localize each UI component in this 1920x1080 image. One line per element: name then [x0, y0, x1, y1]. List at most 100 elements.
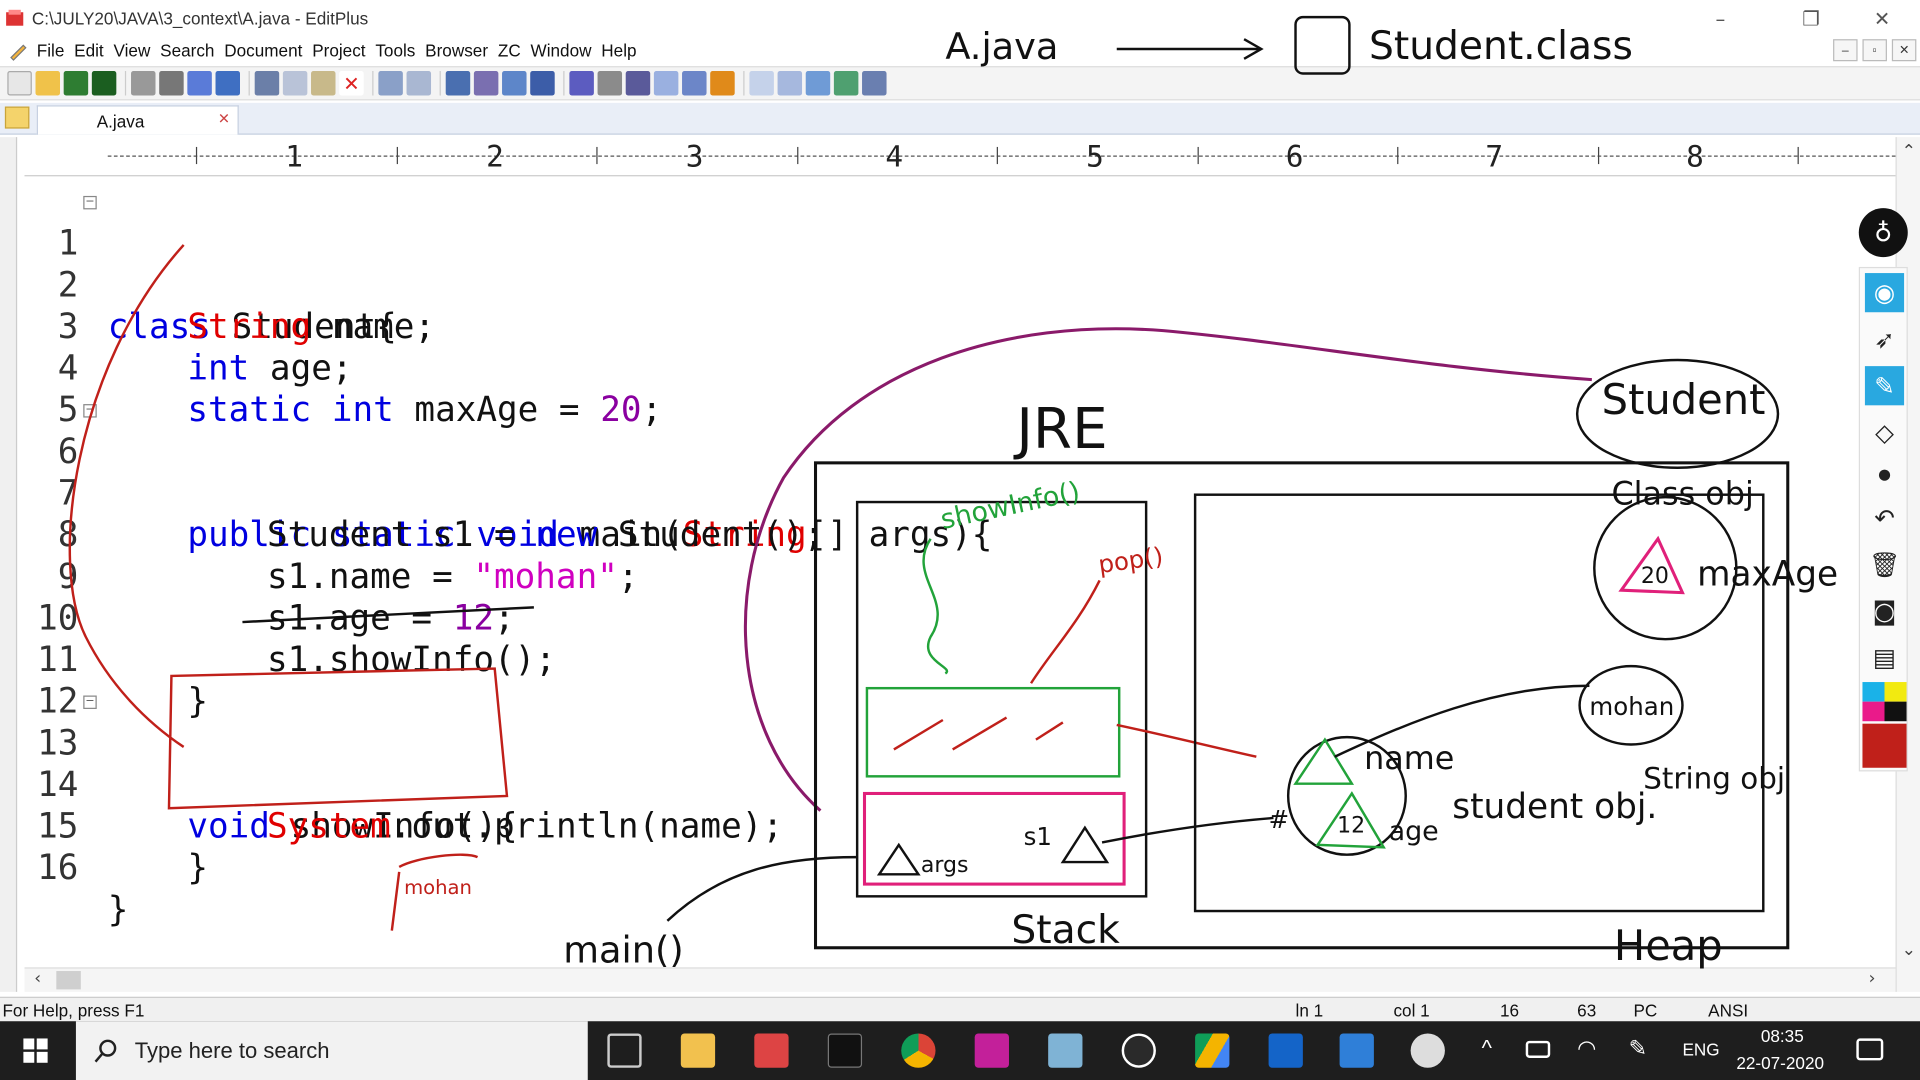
cursor-icon[interactable]: ➶: [1874, 324, 1895, 354]
font-icon[interactable]: [569, 71, 594, 96]
eraser-icon[interactable]: ◇: [1875, 417, 1894, 447]
menu-document[interactable]: Document: [224, 40, 303, 61]
mdi-close-button[interactable]: ✕: [1891, 39, 1917, 62]
google-drive-icon[interactable]: [1195, 1033, 1230, 1068]
editplus-taskbar-icon[interactable]: [754, 1033, 789, 1068]
save-icon[interactable]: [63, 71, 89, 96]
code-line: 3 int age;: [24, 264, 1738, 388]
goto-line-icon[interactable]: [530, 71, 555, 96]
taskbar-search[interactable]: Type here to search: [75, 1021, 588, 1080]
scroll-down-icon[interactable]: ⌄: [1901, 940, 1917, 961]
epic-pen-icon[interactable]: [1121, 1033, 1156, 1068]
find-in-files-icon[interactable]: [502, 71, 527, 96]
close-button[interactable]: ✕: [1873, 6, 1891, 31]
clipboard-icon[interactable]: ▤: [1872, 642, 1897, 673]
wifi-icon[interactable]: ◠: [1577, 1035, 1597, 1061]
file-explorer-icon[interactable]: [680, 1033, 716, 1068]
whiteboard-icon[interactable]: [1268, 1033, 1303, 1068]
color-swatch-magenta[interactable]: [1862, 701, 1885, 722]
scroll-thumb[interactable]: [56, 971, 81, 990]
camera-icon[interactable]: ◙: [1872, 596, 1897, 626]
mdi-restore-button[interactable]: ▫: [1862, 39, 1887, 62]
line-numbers-icon[interactable]: [653, 71, 679, 96]
tray-chevron-icon[interactable]: ^: [1481, 1035, 1492, 1061]
menu-file[interactable]: File: [36, 40, 65, 61]
notifications-icon[interactable]: [1856, 1038, 1884, 1061]
menu-edit[interactable]: Edit: [74, 40, 104, 61]
tab-a-java[interactable]: A.java ✕: [36, 105, 239, 135]
language-indicator[interactable]: ENG: [1682, 1039, 1720, 1060]
delete-icon[interactable]: ✕: [339, 71, 364, 96]
print-preview-icon[interactable]: [131, 71, 156, 96]
menu-help[interactable]: Help: [601, 40, 637, 61]
directory-window-icon[interactable]: [749, 71, 774, 96]
task-view-icon[interactable]: [607, 1033, 642, 1068]
print-icon[interactable]: [159, 71, 184, 96]
check-icon[interactable]: [710, 71, 735, 96]
paint-icon[interactable]: [1410, 1033, 1445, 1068]
minimize-button[interactable]: –: [1715, 6, 1726, 31]
menu-view[interactable]: View: [113, 40, 151, 61]
clock-date[interactable]: 22-07-2020: [1736, 1053, 1825, 1073]
help-icon[interactable]: [862, 71, 887, 96]
scroll-right-icon[interactable]: ›: [1868, 968, 1876, 989]
fold-toggle-icon[interactable]: −: [83, 195, 97, 210]
folder-icon[interactable]: [4, 106, 30, 129]
word-wrap-icon[interactable]: [625, 71, 651, 96]
eye-icon[interactable]: ◉: [1864, 273, 1905, 313]
browser-icon[interactable]: [833, 71, 859, 96]
find-icon[interactable]: [445, 71, 471, 96]
copy-icon[interactable]: [282, 71, 308, 96]
search-placeholder: Type here to search: [134, 1037, 330, 1063]
cut-icon[interactable]: [254, 71, 280, 96]
color-swatch-yellow[interactable]: [1884, 682, 1907, 702]
undo-icon[interactable]: [378, 71, 403, 96]
code-editor[interactable]: 1 − class Student{ 2 String name; 3 int …: [24, 179, 1856, 968]
restore-button[interactable]: ❐: [1802, 6, 1820, 31]
spellcheck-icon[interactable]: [187, 71, 212, 96]
new-file-icon[interactable]: [7, 71, 32, 96]
menu-window[interactable]: Window: [530, 40, 592, 61]
undo-icon[interactable]: ↶: [1874, 503, 1895, 533]
side-panel-collapsed[interactable]: [0, 137, 18, 992]
html-toolbar-icon[interactable]: [215, 71, 241, 96]
chrome-icon[interactable]: [901, 1033, 936, 1068]
color-swatch-cyan[interactable]: [1862, 682, 1885, 702]
pen-icon[interactable]: ✎: [1864, 366, 1905, 406]
trash-icon[interactable]: 🗑: [1868, 549, 1901, 580]
paste-icon[interactable]: [311, 71, 336, 96]
horizontal-scrollbar[interactable]: ‹ ›: [24, 967, 1896, 992]
ruler-number: 2: [486, 139, 504, 174]
mdi-minimize-button[interactable]: –: [1833, 39, 1858, 62]
pen-app-logo-icon[interactable]: ♁: [1858, 208, 1908, 258]
scroll-up-icon[interactable]: ⌃: [1901, 142, 1917, 162]
save-all-icon[interactable]: [91, 71, 117, 96]
notepad-icon[interactable]: [1048, 1033, 1083, 1068]
battery-icon[interactable]: [1525, 1040, 1551, 1058]
fold-toggle-icon[interactable]: −: [83, 695, 97, 709]
start-button[interactable]: [0, 1021, 71, 1080]
menu-browser[interactable]: Browser: [425, 40, 489, 61]
pen-tray-icon[interactable]: ✎: [1628, 1035, 1648, 1061]
column-select-icon[interactable]: [682, 71, 707, 96]
dot-icon[interactable]: ●: [1878, 465, 1891, 483]
open-folder-icon[interactable]: [35, 71, 61, 96]
menu-zc[interactable]: ZC: [497, 40, 521, 61]
color-swatch-black[interactable]: [1884, 701, 1907, 722]
fold-toggle-icon[interactable]: −: [83, 404, 97, 418]
color-swatch-red[interactable]: [1862, 723, 1907, 768]
redo-icon[interactable]: [406, 71, 432, 96]
scroll-left-icon[interactable]: ‹: [34, 968, 42, 989]
hex-view-icon[interactable]: [597, 71, 623, 96]
cliptext-window-icon[interactable]: [777, 71, 803, 96]
terminal-icon[interactable]: [827, 1033, 863, 1068]
clock-time[interactable]: 08:35: [1760, 1026, 1804, 1046]
photos-icon[interactable]: [1339, 1033, 1374, 1068]
menu-project[interactable]: Project: [312, 40, 366, 61]
menu-tools[interactable]: Tools: [375, 40, 416, 61]
menu-search[interactable]: Search: [160, 40, 215, 61]
tab-close-icon[interactable]: ✕: [217, 110, 231, 128]
pen-tool-icon[interactable]: [974, 1033, 1009, 1068]
output-window-icon[interactable]: [805, 71, 831, 96]
replace-icon[interactable]: [473, 71, 499, 96]
